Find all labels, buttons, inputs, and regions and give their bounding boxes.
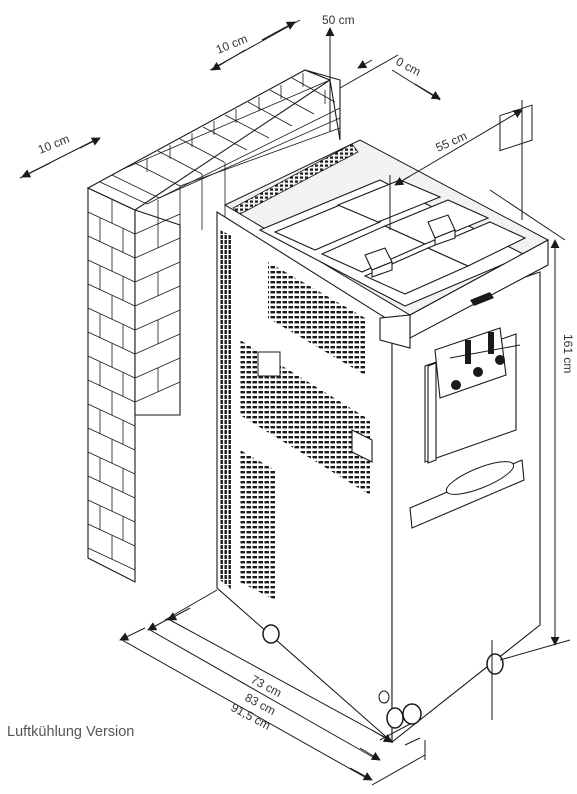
ice-cream-machine	[216, 104, 550, 744]
dim-top-clearance: 50 cm	[322, 13, 355, 27]
dim-right-side-gap: 0 cm	[394, 54, 424, 79]
dim-side-wall-gap: 10 cm	[36, 132, 72, 157]
dispenser-heads	[427, 327, 521, 464]
dim-height: 161 cm	[561, 334, 575, 373]
dim-depth-top: 55 cm	[434, 129, 470, 155]
hopper-lids	[273, 179, 527, 295]
dimension-lines	[19, 19, 571, 786]
dim-back-wall-gap: 10 cm	[214, 32, 250, 57]
brick-wall	[86, 69, 341, 583]
caption: Luftkühlung Version	[7, 724, 135, 740]
wheels	[262, 624, 504, 729]
